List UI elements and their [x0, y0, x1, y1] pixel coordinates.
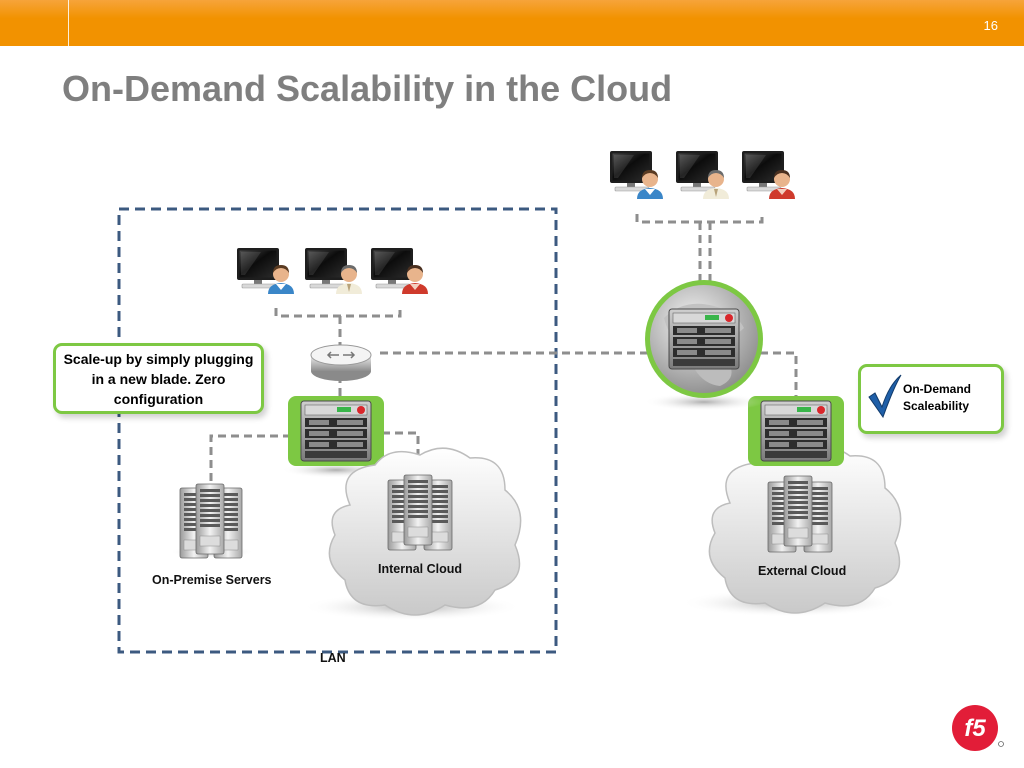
router-icon: [310, 344, 372, 381]
lan-blade-chassis: [300, 400, 372, 462]
header-divider: [68, 0, 69, 46]
internal-cloud-icon: [302, 447, 522, 621]
scale-up-callout: Scale-up by simply plugging in a new bla…: [53, 343, 264, 414]
external-cloud-icon: [680, 445, 902, 617]
page-number: 16: [983, 18, 998, 33]
slide-title: On-Demand Scalability in the Cloud: [62, 68, 673, 109]
internal-cloud-label: Internal Cloud: [378, 562, 463, 576]
connection-lines: [209, 214, 798, 494]
workstation-group-lan: [236, 247, 428, 294]
header-bar: 16: [0, 0, 1024, 46]
on-demand-callout-text: On-Demand Scaleability: [903, 382, 972, 413]
f5-logo-text: f5: [964, 715, 986, 742]
workstation-group-external: [609, 150, 795, 199]
lan-boundary: [117, 207, 558, 654]
f5-logo: f5: [952, 705, 1004, 751]
scale-up-callout-text: Scale-up by simply plugging in a new bla…: [63, 350, 254, 407]
on-demand-callout: On-Demand Scaleability: [858, 364, 1004, 434]
external-cloud-label: External Cloud: [758, 564, 847, 578]
checkmark-icon: [868, 374, 902, 419]
lan-label: LAN: [320, 651, 346, 665]
on-premise-servers-icon: [170, 483, 254, 559]
external-blade-chassis: [760, 400, 832, 462]
globe-chassis-icon: [644, 280, 764, 411]
on-premise-servers-label: On-Premise Servers: [152, 573, 272, 587]
